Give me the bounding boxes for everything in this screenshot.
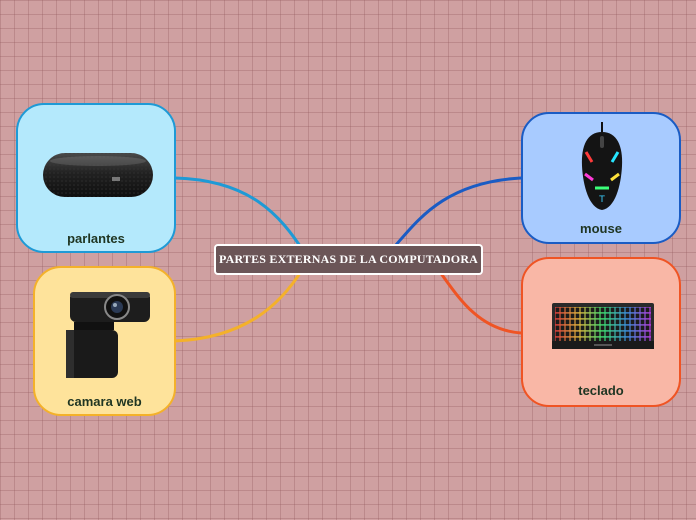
node-mouse[interactable]: T mouse: [521, 112, 681, 244]
connector-mouse: [393, 176, 522, 247]
svg-text:T: T: [598, 195, 605, 205]
node-label-teclado: teclado: [578, 383, 624, 398]
connector-camara-web: [174, 269, 304, 343]
keyboard-icon: [552, 303, 654, 349]
mouse-icon: T: [581, 122, 623, 210]
connector-parlantes: [174, 176, 306, 253]
node-label-camara-web: camara web: [67, 394, 142, 409]
node-teclado[interactable]: teclado: [521, 257, 681, 407]
connector-teclado: [438, 271, 522, 335]
webcam-icon: [66, 292, 150, 378]
node-parlantes[interactable]: parlantes: [16, 103, 176, 253]
central-topic[interactable]: PARTES EXTERNAS DE LA COMPUTADORA: [214, 244, 483, 275]
node-camara-web[interactable]: camara web: [33, 266, 176, 416]
node-label-mouse: mouse: [580, 221, 622, 236]
speaker-icon: [43, 153, 153, 197]
node-label-parlantes: parlantes: [67, 231, 125, 246]
